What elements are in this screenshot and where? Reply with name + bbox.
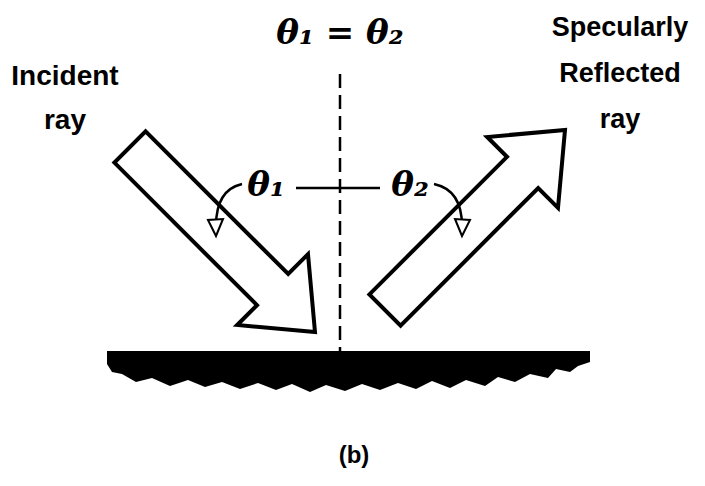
incident-arrow [114, 131, 315, 332]
angle-equation: θ₁ = θ₂ [276, 10, 403, 54]
angle-label: θ₁ [247, 162, 285, 206]
angle-pointer-head [208, 219, 223, 236]
angle-pointer-head [455, 219, 470, 236]
reflecting-surface [107, 351, 590, 392]
normal-line [339, 74, 342, 352]
reflected-ray-label: Specularly Reflected ray [540, 4, 700, 142]
incident-ray-label: Incident ray [3, 54, 127, 142]
reflected-arrow [369, 130, 565, 326]
angle-bar [296, 187, 380, 190]
angle-label: θ₂ [391, 162, 429, 206]
figure-label: (b) [339, 440, 370, 470]
